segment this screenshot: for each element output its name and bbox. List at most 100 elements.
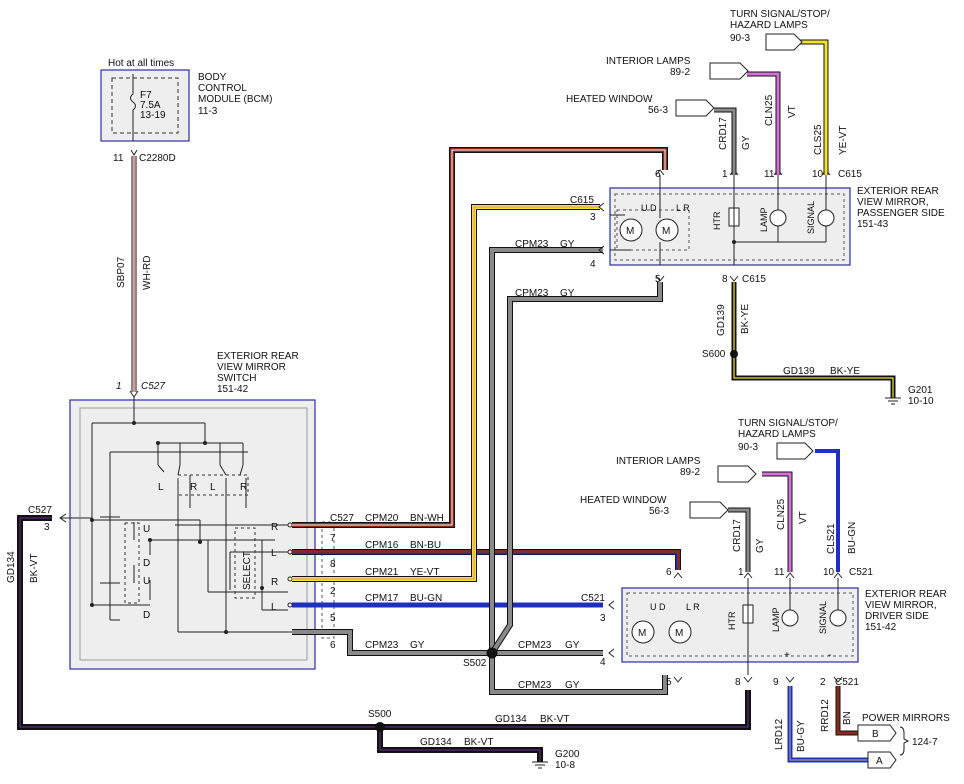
switch-dots [90, 421, 264, 634]
contact-r1: R [190, 482, 197, 493]
d-turn-signal-connector [776, 442, 814, 460]
wire-gd134 [17, 515, 751, 762]
d-connector-left: C521 [581, 593, 605, 604]
p-ground-wire [731, 282, 896, 398]
p-gy-b: GY [560, 288, 575, 299]
d-plus: + [784, 650, 790, 661]
switch-ref: 151-42 [217, 384, 249, 395]
d-arrows [608, 572, 843, 683]
d-bn: BN [842, 711, 853, 725]
d-title-2: VIEW MIRROR, [865, 600, 937, 611]
p-gy-a: GY [560, 239, 575, 250]
p-htr-label: HTR [712, 211, 722, 230]
cpm23-switch-label: CPM23 [365, 640, 399, 651]
pin-5: 5 [330, 613, 336, 624]
d-title-3: DRIVER SIDE [865, 611, 929, 622]
bcm-title-1: BODY [198, 72, 227, 83]
out-r2: R [271, 577, 278, 588]
p-connector-left: C615 [570, 195, 594, 206]
p-pin-3: 3 [590, 212, 596, 223]
bcm-connector: C2280D [139, 153, 176, 164]
p-motor-lr-label: L R [676, 203, 690, 213]
p-pin-8: 8 [722, 274, 728, 285]
d-heated-window-connector [689, 501, 729, 519]
pin-2: 2 [330, 586, 336, 597]
wire-cpm21: CPM21 YE-VT [292, 204, 600, 582]
p-connector-top: C615 [838, 169, 862, 180]
bkvt-a: BK-VT [540, 714, 569, 725]
sel-d2: D [143, 610, 150, 621]
conn-b-label: B [872, 729, 879, 740]
d-htr-label: HTR [727, 611, 737, 630]
switch-title-3: SWITCH [217, 373, 256, 384]
d-cln25-vt: VT [798, 511, 809, 524]
d-turn-signal-label-2: HAZARD LAMPS [738, 429, 816, 440]
p-motor-ud-m: M [626, 226, 634, 237]
ud-dashed [124, 522, 140, 604]
wire-sbp07: SBP07 WH-RD [116, 156, 153, 392]
bcm-title-2: CONTROL [198, 83, 247, 94]
mirror-switch: EXTERIOR REAR VIEW MIRROR SWITCH 151-42 … [28, 351, 316, 670]
switch-left-pin: 3 [44, 522, 50, 533]
p-gd139: GD139 [716, 304, 727, 336]
bkvt-vertical: BK-VT [29, 554, 40, 583]
p-motor-lr-m: M [662, 226, 670, 237]
d-pin-5: 5 [666, 677, 672, 688]
d-turn-signal-label-1: TURN SIGNAL/STOP/ [738, 418, 838, 429]
p-ref: 151-43 [857, 219, 889, 230]
switch-title-2: VIEW MIRROR [217, 362, 286, 373]
d-pin-11: 11 [774, 567, 785, 578]
pin-7: 7 [330, 533, 336, 544]
gd134-a: GD134 [495, 714, 527, 725]
p-motor-dashed [616, 209, 690, 251]
sel-u2: U [143, 576, 150, 587]
bcm-connector-arrow [130, 149, 138, 156]
p-interior-lamps-connector [709, 62, 749, 80]
fuse-box-dashed [111, 77, 179, 134]
p-pin-1: 1 [722, 169, 728, 180]
sel-d1: D [143, 558, 150, 569]
d-motor-ud-m: M [638, 628, 646, 639]
d-signal-icon [829, 609, 847, 627]
p-crd17-gy: GY [741, 135, 752, 150]
s500-splice [375, 722, 385, 732]
fuse-ref: 13-19 [140, 110, 166, 121]
out-r1: R [271, 522, 278, 533]
p-pin-11: 11 [764, 169, 775, 180]
d-interior-label: INTERIOR LAMPS [616, 456, 701, 467]
bnbu-label: BN-BU [410, 540, 441, 551]
d-cls21: CLS21 [826, 523, 837, 554]
d-pin-4: 4 [600, 657, 606, 668]
p-lamp-label: LAMP [759, 207, 769, 232]
d-rrd12: RRD12 [820, 699, 831, 732]
s500-label: S500 [368, 709, 392, 720]
p-signal-label: SIGNAL [806, 201, 816, 234]
s600-splice [730, 350, 738, 358]
out-l1: L [271, 548, 277, 559]
d-connector-bottom: C521 [835, 677, 859, 688]
d-motor-lr-icon [668, 620, 692, 644]
switch-lr-dashed [177, 474, 249, 496]
d-interior-ref: 89-2 [680, 467, 700, 478]
d-cls21-bugn: BU-GN [847, 522, 858, 554]
g200-ground-icon [532, 761, 548, 769]
p-connector-bottom: C615 [742, 274, 766, 285]
cpm17-label: CPM17 [365, 593, 399, 604]
p-turn-signal-label-1: TURN SIGNAL/STOP/ [730, 9, 830, 20]
p-pin-5: 5 [655, 274, 661, 285]
d-power-mirror-wires [787, 686, 868, 763]
p-lamp-icon [769, 209, 787, 227]
g200-ref: 10-8 [555, 760, 575, 771]
yevt-label: YE-VT [410, 567, 439, 578]
d-feed-wires [728, 449, 840, 572]
sel-u1: U [143, 524, 150, 535]
p-turn-signal-ref: 90-3 [730, 33, 750, 44]
p-cln25: CLN25 [764, 94, 775, 126]
switch-inner-box [79, 407, 308, 661]
p-cpm23-b: CPM23 [515, 288, 549, 299]
switch-top-connector: C527 [141, 381, 165, 392]
s502-label: S502 [463, 658, 487, 669]
d-bugy: BU-GY [796, 720, 807, 752]
d-gy-b: GY [565, 680, 580, 691]
